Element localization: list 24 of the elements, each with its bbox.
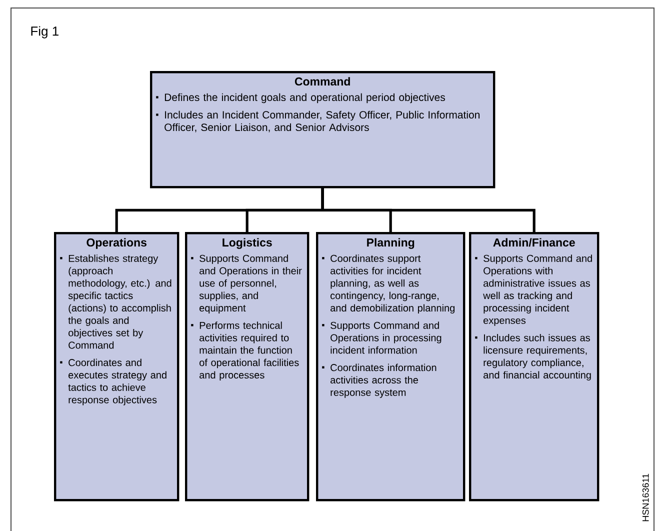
bullet-text: Supports Command and Operations with administrative issues as well as tracking and processing incident expenses [475,254,592,326]
bullet-text: Establishes strategy (approach methodology, etc.) and specific tactics (actions) to accomplish the goals and objectives set by Command [60,254,172,349]
bullet-text: Supports Command and Operations in their use of personnel, supplies, and equipment [191,254,302,314]
section-box [316,232,466,502]
command-box [150,71,496,188]
bullet-text: Includes such issues as licensure requirements, regulatory compliance, and financial accounting [475,334,591,380]
box-heading: Operations [86,238,146,249]
bullet-text: Supports Command and Operations in processing incident information [322,322,442,354]
section-box [469,232,600,502]
box-heading: Admin/Finance [493,238,575,247]
bullet-text: Defines the incident goals and operational period objectives [156,93,445,104]
section-box [185,232,310,502]
bullet-text: Coordinates and executes strategy and tactics to achieve response objectives [60,358,166,406]
figure-id: HSN163611 [642,474,649,522]
bullet-text: Includes an Incident Commander, Safety Officer, Public Information Officer, Senior Liaison, and Senior Advisors [156,110,480,132]
bullet-text: Coordinates information activities across the response system [322,364,436,398]
figure-title: Fig 1 [31,26,58,38]
bullet-text: Performs technical activities required to maintain the function of operational facilities and processes [191,322,299,380]
box-heading: Command [294,77,350,86]
connector-line [321,186,536,234]
box-heading: Logistics [222,238,272,249]
section-box [54,232,180,502]
box-heading: Planning [367,238,414,249]
bullet-text: Coordinates support activities for incident planning, as well as contingency, long-range, and demobilization planning [322,254,455,314]
